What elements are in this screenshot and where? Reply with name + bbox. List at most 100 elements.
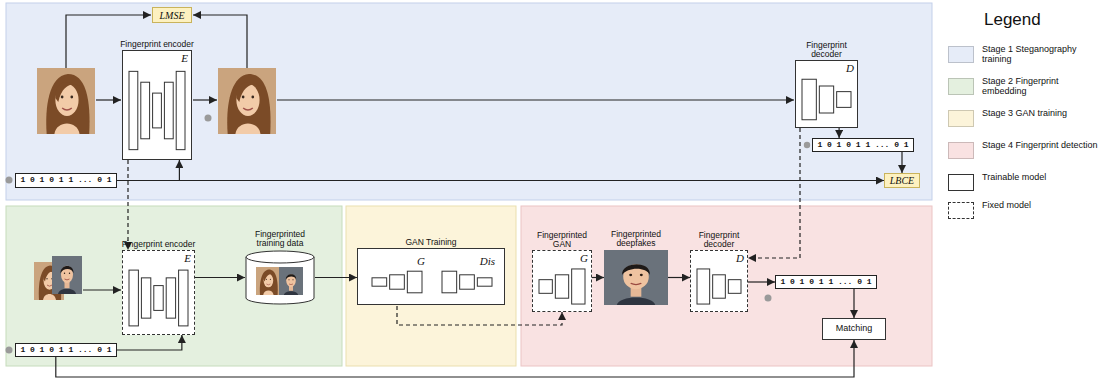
flow-arrow <box>668 277 690 278</box>
component-title: Fingerprint decoder <box>792 41 861 59</box>
node-label: Matching <box>836 324 873 334</box>
layer-bar <box>390 275 405 289</box>
flow-arrow <box>901 152 902 173</box>
model-symbol: G <box>580 252 588 264</box>
input-face <box>37 68 95 134</box>
stage-band <box>346 206 516 366</box>
layer-bar <box>141 278 150 318</box>
legend-text: Stage 2 Fingerprint embedding <box>982 76 1104 97</box>
fingerprinted-face <box>218 68 276 134</box>
legend-swatch <box>948 142 974 159</box>
loss-box: LBCE <box>884 173 920 188</box>
flow-arrow <box>748 281 775 282</box>
flow-arrow <box>117 160 179 181</box>
model-symbol: G <box>417 255 425 267</box>
flow-arrow <box>56 340 854 377</box>
decoder-box: Fingerprint decoderD <box>795 60 858 128</box>
encoder-box: Fingerprint encoderE <box>122 50 192 160</box>
component-title: Fingerprinted deepfakes <box>600 230 672 248</box>
database-cylinder <box>246 257 314 304</box>
layer-bar <box>713 275 726 298</box>
layer-bar <box>176 71 185 149</box>
layer-bar <box>819 86 833 113</box>
layer-bar <box>166 278 175 318</box>
bit-string: 1 0 1 0 1 1 ... 0 1 <box>812 138 914 152</box>
layer-bar <box>153 93 162 128</box>
layer-bar <box>477 278 492 286</box>
node-label: 1 0 1 0 1 1 ... 0 1 <box>780 278 871 287</box>
model-symbol: E <box>181 52 188 64</box>
stage-band <box>6 3 932 200</box>
node-label: 1 0 1 0 1 1 ... 0 1 <box>20 346 111 355</box>
decoder-box: Fingerprint decoderD <box>690 250 748 312</box>
deepfake-face <box>604 250 668 305</box>
layer-bar <box>802 79 816 120</box>
flow-arrow <box>277 99 794 100</box>
training-box: GDisGAN Training <box>357 248 505 305</box>
legend-swatch <box>948 174 974 191</box>
layer-icons <box>123 251 194 334</box>
component-title: Fingerprinted GAN <box>529 231 595 249</box>
flow-arrow <box>853 289 854 318</box>
key-dot <box>6 177 13 184</box>
component-title: Fingerprint encoder <box>119 40 195 49</box>
key-dot <box>765 295 772 302</box>
encoder-box: Fingerprint encoderE <box>122 250 195 335</box>
layer-bar <box>372 278 387 286</box>
legend-swatch <box>948 202 974 219</box>
layer-bar <box>539 280 552 294</box>
legend-text: Stage 3 GAN training <box>982 108 1104 118</box>
discriminator-box: Dis <box>436 254 498 299</box>
stage-band <box>6 206 342 366</box>
flow-arrow <box>195 277 245 278</box>
legend-row: Stage 1 Steganography training <box>944 44 1109 70</box>
bit-string: 1 0 1 0 1 1 ... 0 1 <box>15 343 117 357</box>
layer-bar <box>129 270 138 326</box>
node-label: 1 0 1 0 1 1 ... 0 1 <box>20 176 111 185</box>
layer-bar <box>697 269 710 304</box>
layer-bar <box>555 275 568 298</box>
loss-box: LMSE <box>152 7 192 23</box>
flow-arrow <box>193 99 217 100</box>
copy-arrow <box>748 128 800 258</box>
legend-row: Stage 2 Fingerprint embedding <box>944 76 1109 102</box>
loss-arrow <box>193 15 247 68</box>
flow-arrow <box>96 99 121 100</box>
layer-bar <box>442 271 457 293</box>
layer-bar <box>407 271 422 293</box>
layer-bar <box>179 270 188 326</box>
flow-arrow <box>838 128 839 138</box>
layer-bar <box>129 71 138 149</box>
legend-text: Stage 4 Fingerprint detection <box>982 140 1104 150</box>
stored-face <box>256 267 280 295</box>
key-dot <box>804 142 810 148</box>
flow-arrow <box>83 289 121 290</box>
legend-title: Legend <box>984 10 1041 30</box>
node-label: LMSE <box>160 10 185 21</box>
model-symbol: D <box>736 252 744 264</box>
image-node: Fingerprinted deepfakes <box>604 250 668 305</box>
component-title: Fingerprinted training data <box>241 230 319 248</box>
stored-face <box>279 267 303 295</box>
key-dot <box>6 347 13 354</box>
legend: LegendStage 1 Steganography trainingStag… <box>944 0 1112 385</box>
stage-band <box>521 206 932 366</box>
model-symbol: E <box>184 252 191 264</box>
legend-text: Trainable model <box>982 172 1104 182</box>
data-store: Fingerprinted training data <box>245 250 315 305</box>
layer-bar <box>572 269 585 304</box>
layer-bar <box>164 82 173 139</box>
copy-arrow <box>127 160 128 250</box>
flow-arrow <box>315 277 357 278</box>
model-symbol: D <box>846 62 854 74</box>
legend-swatch <box>948 110 974 127</box>
layer-bar <box>154 286 163 311</box>
legend-row: Stage 3 GAN training <box>944 108 1109 134</box>
node-label: LBCE <box>890 175 914 186</box>
generator-box: G <box>366 254 428 299</box>
layer-bar <box>837 92 851 108</box>
legend-text: Stage 1 Steganography training <box>982 44 1104 65</box>
legend-row: Stage 4 Fingerprint detection <box>944 140 1109 166</box>
bit-string: 1 0 1 0 1 1 ... 0 1 <box>15 173 117 188</box>
layer-icons <box>123 51 191 159</box>
